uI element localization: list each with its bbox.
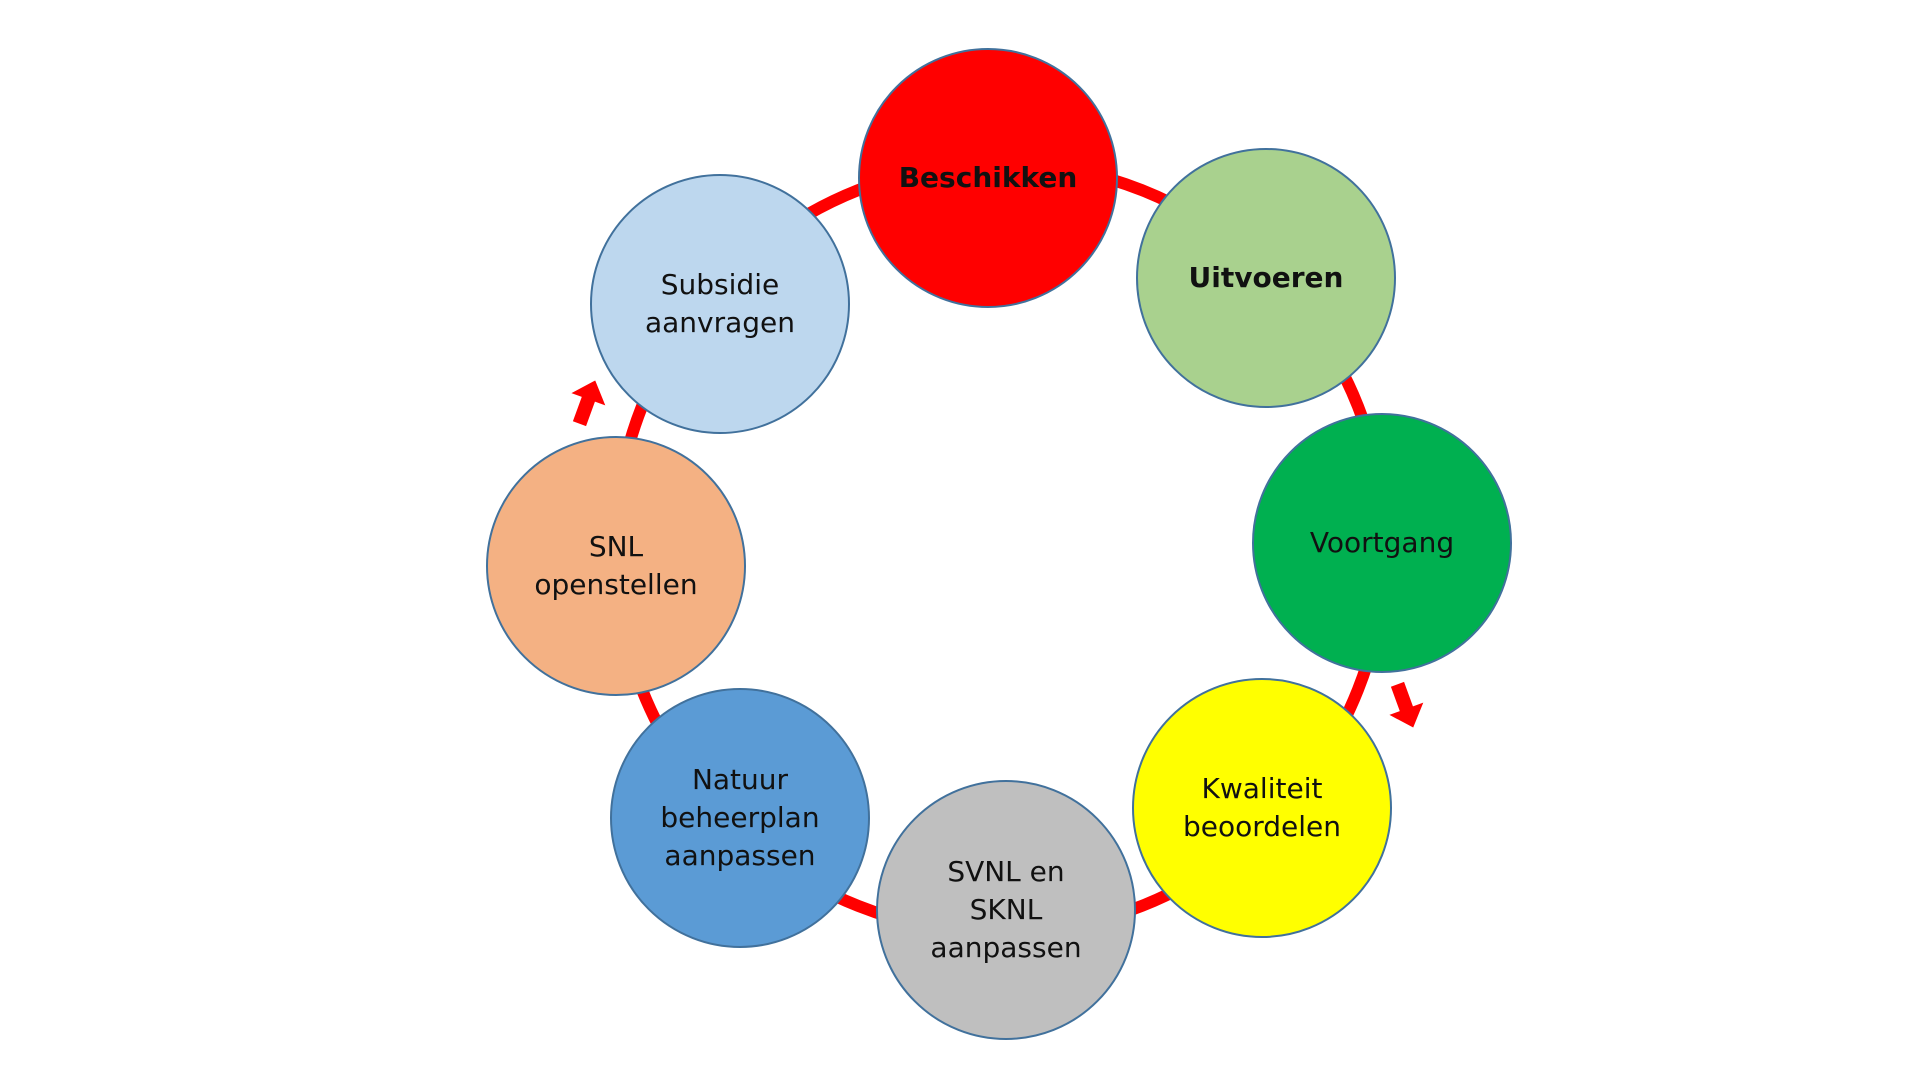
node-label: SNL openstellen — [534, 530, 698, 601]
node-uitvoeren: Uitvoeren — [1136, 148, 1396, 408]
cycle-arrows — [571, 380, 1424, 728]
arrow-down-right-icon — [1389, 681, 1424, 728]
node-label: Subsidie aanvragen — [644, 268, 796, 339]
node-voortgang: Voortgang — [1252, 413, 1512, 673]
node-snl-openstellen: SNL openstellen — [486, 436, 746, 696]
block-arrow-shape — [571, 380, 606, 427]
node-label: Uitvoeren — [1188, 261, 1344, 294]
node-label: Beschikken — [898, 161, 1078, 194]
arrow-up-left-icon — [571, 380, 606, 427]
node-natuur-beheerplan-aanpassen: Natuur beheerplan aanpassen — [610, 688, 870, 948]
node-svnl-en-sknl-aanpassen: SVNL en SKNL aanpassen — [876, 780, 1136, 1040]
node-subsidie-aanvragen: Subsidie aanvragen — [590, 174, 850, 434]
node-label: Kwaliteit beoordelen — [1182, 772, 1342, 843]
node-beschikken: Beschikken — [858, 48, 1118, 308]
node-label: SVNL en SKNL aanpassen — [930, 855, 1082, 964]
node-label: Voortgang — [1309, 526, 1455, 559]
node-label: Natuur beheerplan aanpassen — [660, 763, 820, 872]
block-arrow-shape — [1389, 681, 1424, 728]
node-kwaliteit-beoordelen: Kwaliteit beoordelen — [1132, 678, 1392, 938]
